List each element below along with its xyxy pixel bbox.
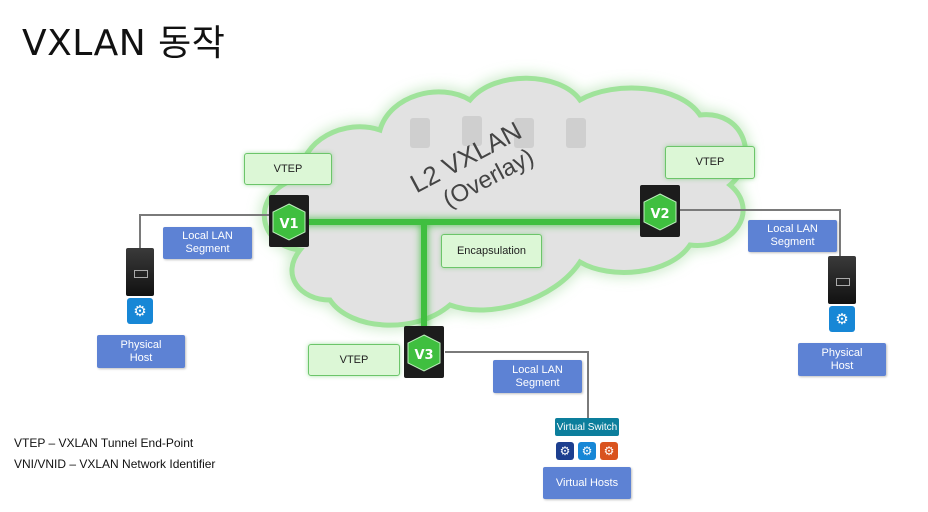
gear-icon-vhost-1: ⚙ — [556, 442, 574, 460]
overlay-cloud — [261, 75, 749, 328]
vtep-label-3: VTEP — [308, 344, 400, 376]
physical-host-right-line2: Host — [830, 359, 854, 372]
lan-segment-left-line1: Local LAN — [182, 230, 233, 242]
lan-segment-right-line2: Segment — [770, 236, 815, 248]
vtep-label-1: VTEP — [244, 153, 332, 185]
virtual-hosts-label: Virtual Hosts — [543, 467, 631, 499]
encapsulation-label: Encapsulation — [441, 234, 542, 268]
gear-icon-vhost-2: ⚙ — [578, 442, 596, 460]
lan-segment-left-line2: Segment — [185, 243, 230, 255]
lan-segment-bottom: Local LAN Segment — [493, 360, 582, 393]
lan-segment-right-line1: Local LAN — [767, 223, 818, 235]
server-icon-left — [126, 248, 154, 296]
virtual-switch-label: Virtual Switch — [555, 418, 619, 436]
gear-icon-vhost-3: ⚙ — [600, 442, 618, 460]
legend-vtep: VTEP – VXLAN Tunnel End-Point — [14, 436, 194, 450]
physical-host-left-line1: Physical — [120, 338, 162, 351]
lan-segment-right: Local LAN Segment — [748, 220, 837, 252]
lan-lines — [139, 209, 841, 418]
physical-host-left: Physical Host — [97, 335, 185, 368]
lan-segment-left: Local LAN Segment — [163, 227, 252, 259]
vtep-device-1 — [269, 195, 309, 247]
server-icon-right — [828, 256, 856, 304]
page-title: VXLAN 동작 — [22, 23, 226, 64]
tunnel-lines — [300, 219, 645, 332]
vtep-badge-v3: V3 — [414, 348, 433, 363]
gear-icon-right: ⚙ — [829, 306, 855, 332]
lan-segment-bottom-line2: Segment — [515, 376, 560, 389]
vtep-device-2 — [640, 185, 680, 237]
cloud-server-icons — [410, 116, 586, 148]
gear-icon-left: ⚙ — [127, 298, 153, 324]
vtep-badge-v1: V1 — [279, 217, 298, 232]
vtep-label-2: VTEP — [665, 146, 755, 179]
physical-host-left-line2: Host — [129, 351, 153, 364]
physical-host-right: Physical Host — [798, 343, 886, 376]
legend-vni: VNI/VNID – VXLAN Network Identifier — [14, 457, 216, 471]
physical-host-right-line1: Physical — [821, 346, 863, 359]
lan-segment-bottom-line1: Local LAN — [512, 363, 563, 376]
vtep-device-3 — [404, 326, 444, 378]
vtep-badge-v2: V2 — [650, 207, 669, 222]
